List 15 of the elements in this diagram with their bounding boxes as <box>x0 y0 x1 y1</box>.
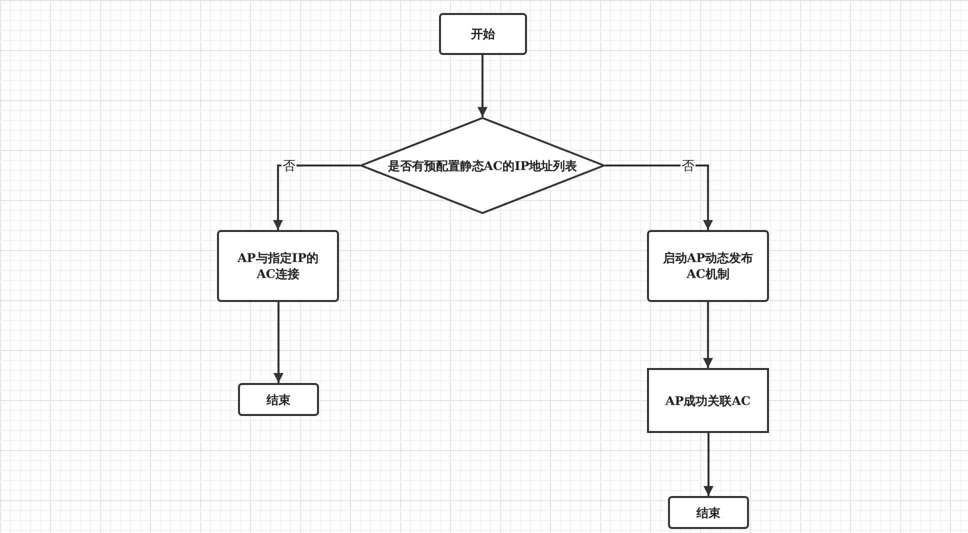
end-box: 结束 <box>238 383 319 416</box>
arrow <box>273 164 360 230</box>
process-box: AP与指定IP的AC连接 <box>217 230 339 302</box>
arrow <box>704 433 714 496</box>
arrow <box>605 164 713 230</box>
arrow <box>703 302 713 368</box>
process-box: 启动AP动态发布AC机制 <box>647 230 769 302</box>
process-box: AP成功关联AC <box>647 368 769 433</box>
start-box: 开始 <box>439 13 527 55</box>
arrow <box>478 55 488 117</box>
edge-label: 否 <box>282 160 296 174</box>
end-box: 结束 <box>668 496 749 529</box>
edge-label: 否 <box>680 160 696 174</box>
decision-diamond: 是否有预配置静态AC的IP地址列表 <box>360 117 605 214</box>
arrow <box>274 302 284 383</box>
